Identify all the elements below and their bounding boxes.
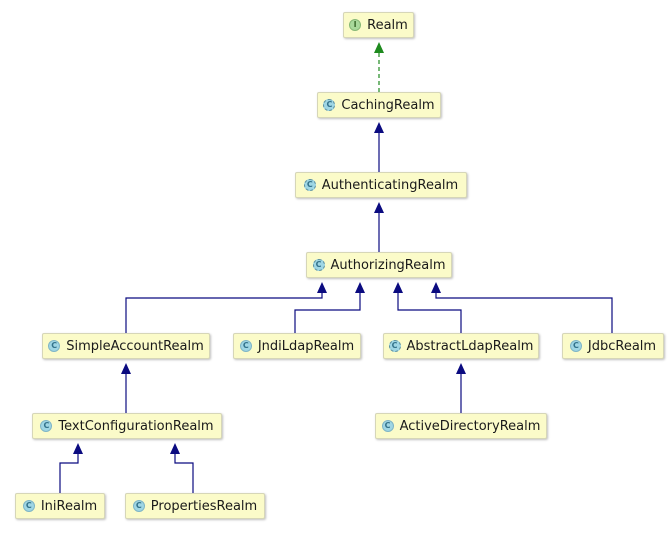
node-label: AuthorizingRealm	[330, 257, 446, 273]
node-label: SimpleAccountRealm	[66, 338, 204, 354]
edge-properties-textconfig	[170, 443, 194, 493]
node-authorizingrealm[interactable]: C AuthorizingRealm	[306, 252, 452, 278]
node-label: AuthenticatingRealm	[321, 177, 459, 193]
node-label: AbstractLdapRealm	[406, 338, 534, 354]
node-textconfigurationrealm[interactable]: C TextConfigurationRealm	[32, 413, 222, 439]
class-icon: C	[381, 420, 394, 432]
node-activedirectoryrealm[interactable]: C ActiveDirectoryRealm	[375, 413, 547, 439]
arrowhead	[374, 202, 384, 213]
edge-authenticating-caching	[374, 122, 384, 172]
class-icon: C	[48, 340, 61, 352]
arrowhead	[374, 122, 384, 133]
class-icon: C	[132, 500, 145, 512]
edge-activedirectory-abstractldap	[456, 363, 466, 413]
arrowhead	[374, 42, 384, 53]
abstract-class-icon: C	[323, 99, 336, 111]
arrowhead	[456, 363, 466, 374]
interface-icon: I	[349, 19, 362, 31]
node-label: ActiveDirectoryRealm	[399, 418, 541, 434]
arrowhead	[170, 443, 180, 454]
node-simpleaccountrealm[interactable]: C SimpleAccountRealm	[42, 333, 210, 359]
node-authenticatingrealm[interactable]: C AuthenticatingRealm	[295, 172, 467, 198]
node-label: JndiLdapRealm	[257, 338, 355, 354]
edge-textconfig-simpleaccount	[121, 363, 131, 413]
node-label: CachingRealm	[341, 97, 435, 113]
arrowhead	[121, 363, 131, 374]
arrowhead	[317, 282, 327, 293]
arrowhead	[355, 282, 365, 293]
node-realm[interactable]: I Realm	[343, 12, 414, 38]
edge-simpleaccount-authorizing	[125, 282, 327, 333]
node-abstractldaprealm[interactable]: C AbstractLdapRealm	[383, 333, 539, 359]
edge-cachingrealm-realm	[374, 42, 384, 92]
class-icon: C	[569, 340, 582, 352]
edge-jndildap-authorizing	[294, 282, 365, 333]
edge-inirealm-textconfig	[59, 443, 83, 493]
class-icon: C	[22, 500, 35, 512]
abstract-class-icon: C	[303, 179, 316, 191]
edge-abstractldap-authorizing	[393, 282, 462, 333]
node-inirealm[interactable]: C IniRealm	[15, 493, 105, 519]
node-propertiesrealm[interactable]: C PropertiesRealm	[125, 493, 265, 519]
class-icon: C	[239, 340, 252, 352]
node-label: PropertiesRealm	[150, 498, 258, 514]
abstract-class-icon: C	[388, 340, 401, 352]
abstract-class-icon: C	[312, 259, 325, 271]
arrowhead	[431, 282, 441, 293]
arrowhead	[393, 282, 403, 293]
class-icon: C	[40, 420, 53, 432]
node-jndildaprealm[interactable]: C JndiLdapRealm	[233, 333, 361, 359]
node-jdbcrealm[interactable]: C JdbcRealm	[562, 333, 664, 359]
node-label: Realm	[367, 17, 408, 33]
node-label: IniRealm	[40, 498, 98, 514]
node-label: TextConfigurationRealm	[58, 418, 214, 434]
edge-jdbc-authorizing	[431, 282, 613, 333]
node-cachingrealm[interactable]: C CachingRealm	[317, 92, 441, 118]
node-label: JdbcRealm	[587, 338, 657, 354]
edge-authorizing-authenticating	[374, 202, 384, 252]
arrowhead	[73, 443, 83, 454]
